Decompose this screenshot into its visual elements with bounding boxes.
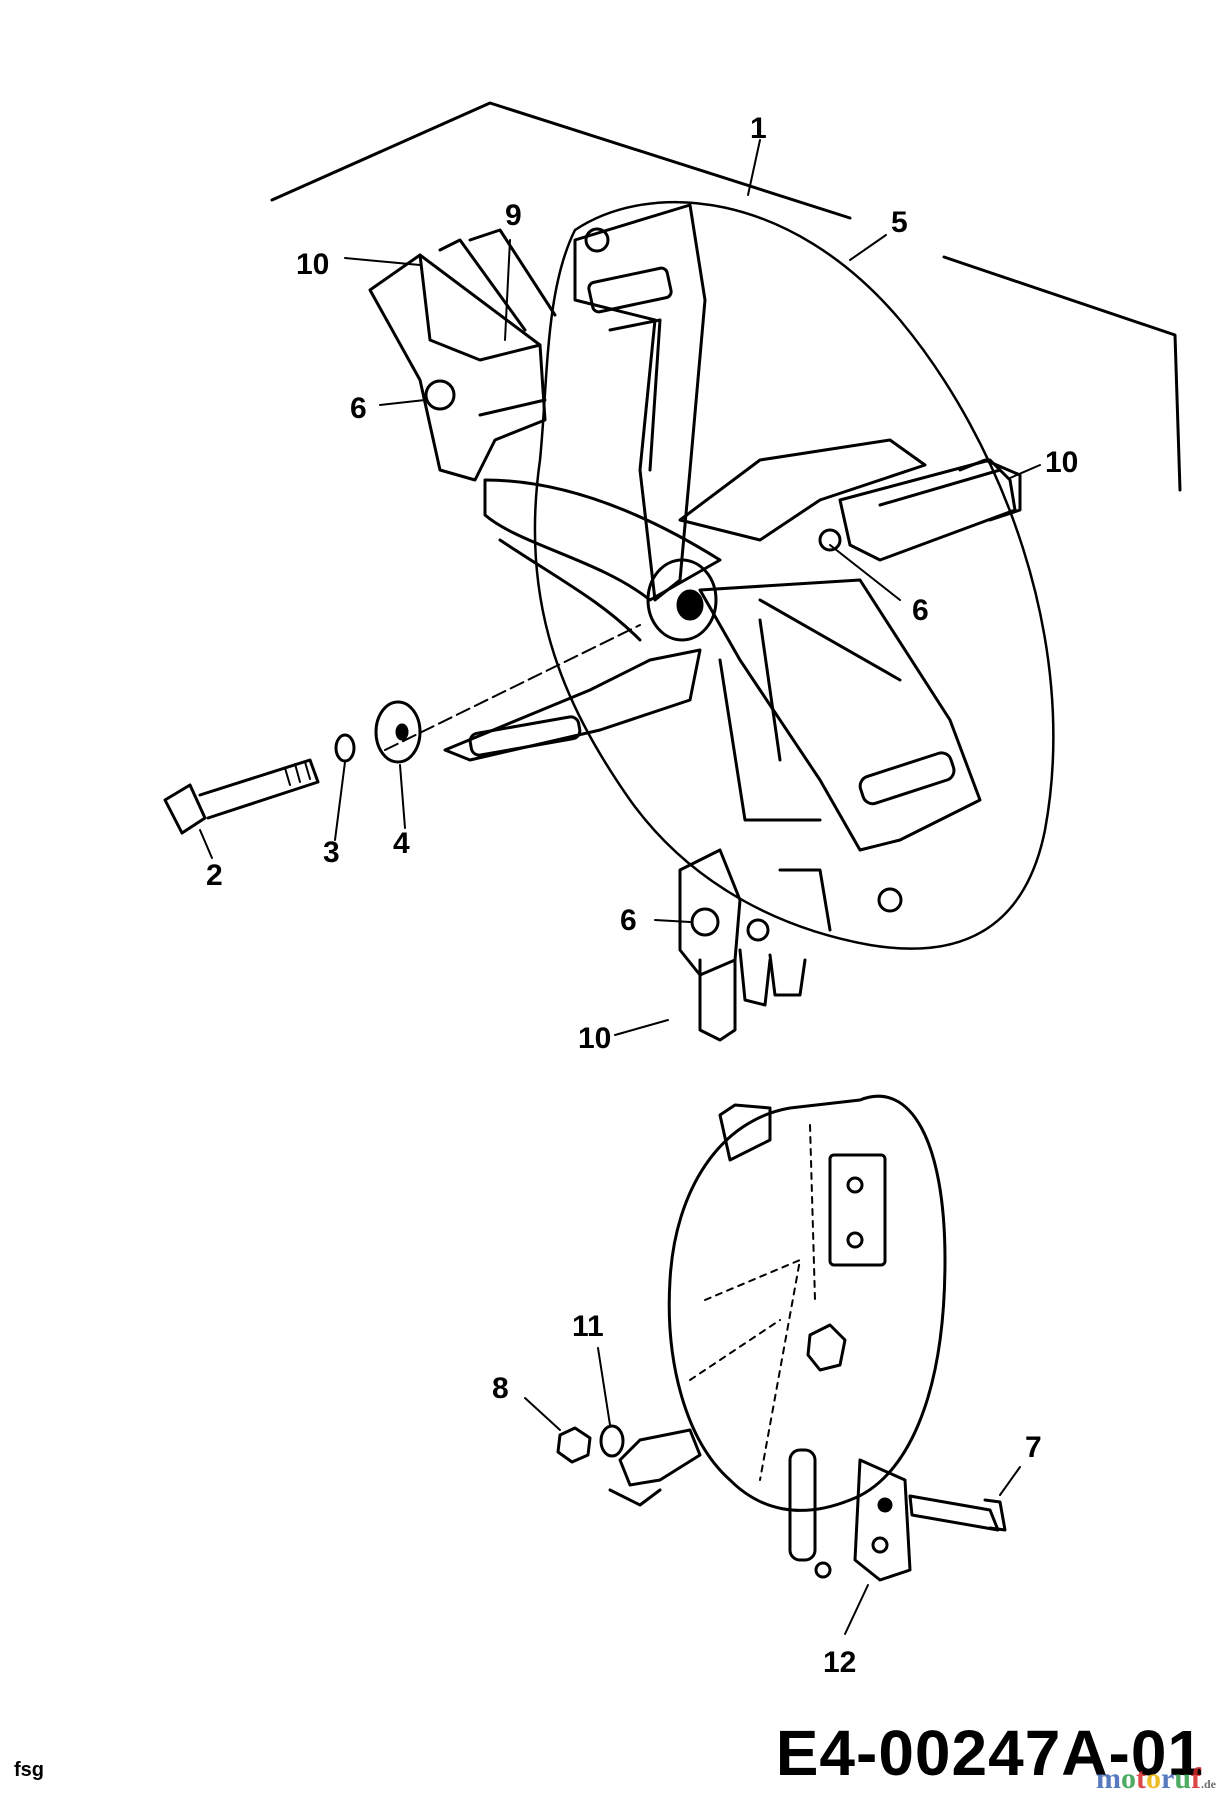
footer-left-label: fsg [14,1759,44,1781]
callout-6-lower: 6 [620,904,637,937]
washer [374,700,422,764]
callout-9: 9 [505,199,522,232]
shave-plate-assembly [556,1094,1007,1582]
callout-10-top-left: 10 [296,248,329,281]
diagram-reference-code: E4-00247A-01 [775,1717,1204,1789]
shave-plate-pad [828,1153,887,1267]
callout-6-upper: 6 [350,392,367,425]
callout-4: 4 [393,827,410,860]
exploded-axis-line [384,624,641,751]
callout-5: 5 [891,206,908,239]
paddle-lower [443,618,822,822]
impeller-hub [646,558,718,642]
leader-lines-bottom [524,1347,1021,1635]
callout-10-bottom: 10 [578,1022,611,1055]
callout-12: 12 [823,1646,856,1679]
paddle-right [678,438,982,852]
paddle-block-bottom [678,848,832,1042]
impeller-plate [533,200,1055,950]
paddle-left [483,478,722,642]
callout-8: 8 [492,1372,509,1405]
paddle-block-top-left [368,228,557,482]
hex-nut [556,1426,592,1464]
plate-bolts [424,227,903,913]
lock-washer [334,733,356,763]
callout-10-right: 10 [1045,446,1078,479]
shave-plate [667,1094,947,1512]
callout-6-right: 6 [912,594,929,627]
callout-7: 7 [1025,1431,1042,1464]
spacer-washer [599,1424,625,1458]
callout-2: 2 [206,859,223,892]
callout-1: 1 [750,112,767,145]
leader-lines-top [199,139,1041,1036]
paddle-block-right [818,458,1022,562]
shave-plate-bracket [853,1458,912,1582]
assembly-bracket-lines [270,101,1182,492]
hex-bolt [163,758,320,835]
watermark-logo: motoruf.de [1095,1762,1216,1795]
callout-11: 11 [572,1310,604,1343]
callout-3: 3 [323,836,340,869]
